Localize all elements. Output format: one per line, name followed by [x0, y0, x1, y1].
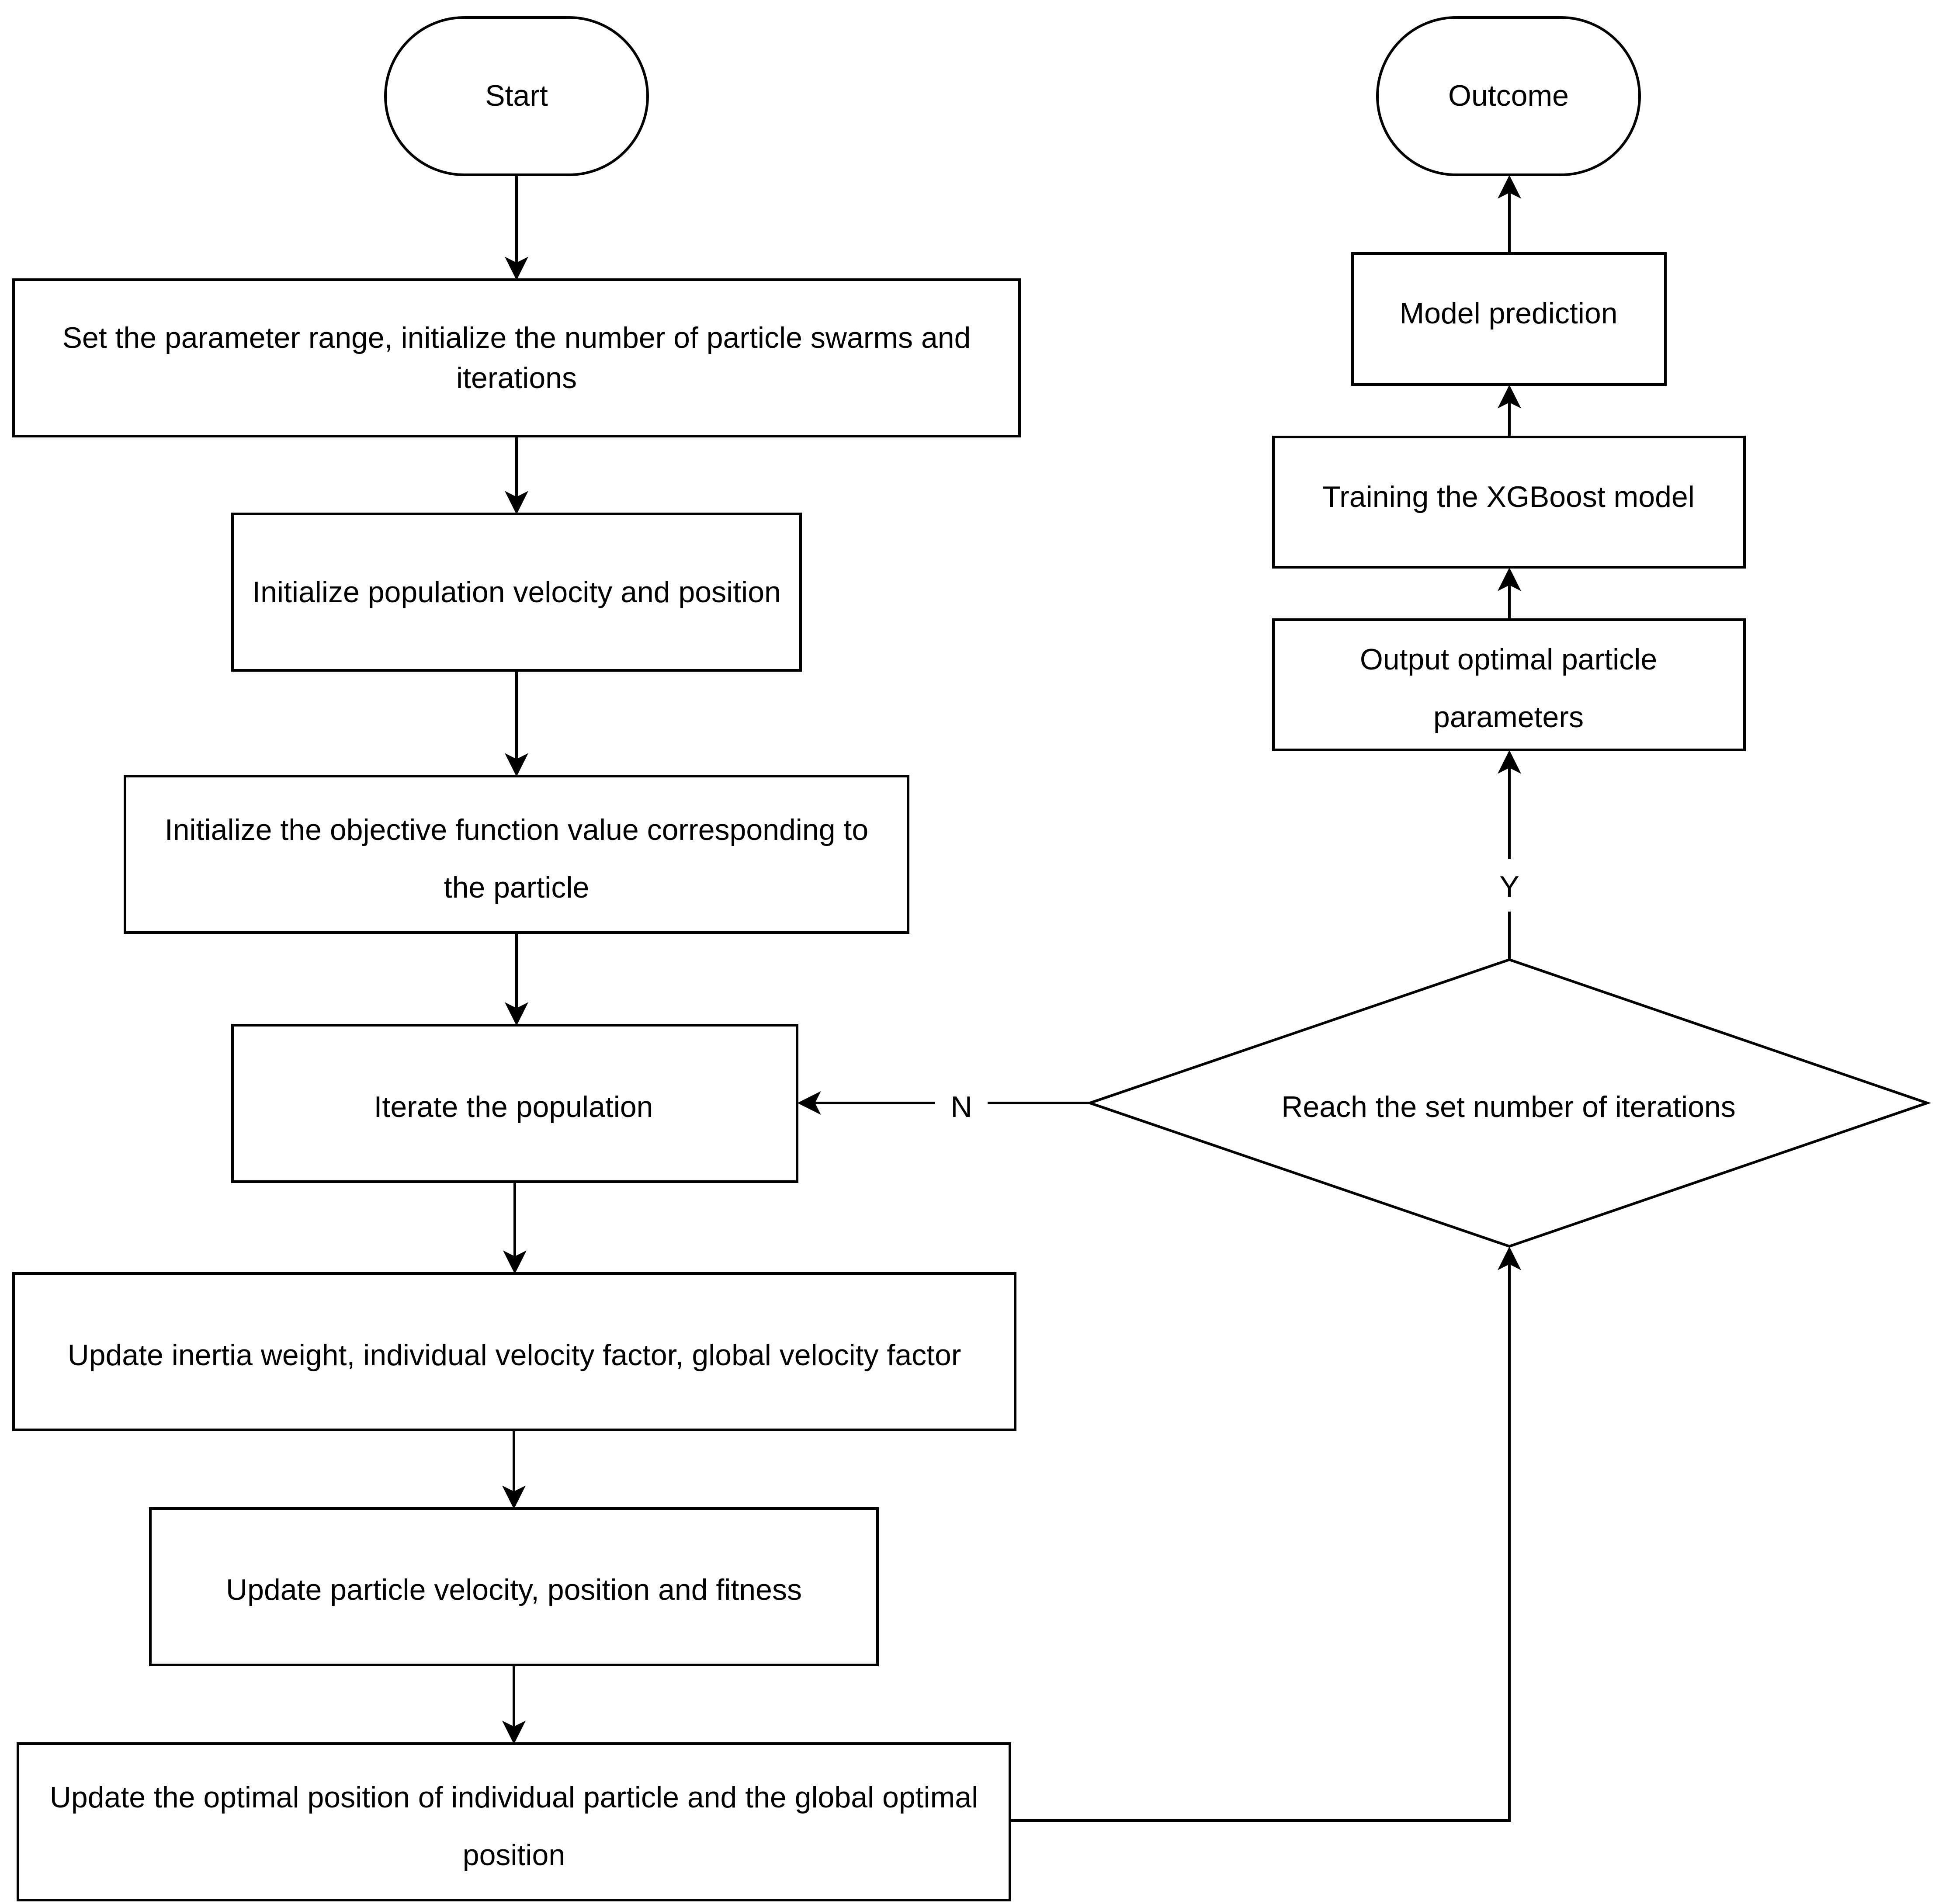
init-objective-label-line1: Initialize the objective function value … — [165, 813, 868, 846]
decision-label: Reach the set number of iterations — [1281, 1090, 1735, 1124]
update-optimal-label-line1: Update the optimal position of individua… — [50, 1781, 978, 1814]
outcome-label: Outcome — [1448, 79, 1569, 112]
set-parameters-label-line2: iterations — [456, 361, 577, 395]
set-parameters-node: Set the parameter range, initialize the … — [12, 278, 1021, 437]
arrow-update-optimal-to-decision — [1010, 1246, 1521, 1822]
start-node: Start — [384, 16, 649, 176]
set-parameters-label-line1: Set the parameter range, initialize the … — [62, 321, 971, 354]
update-inertia-node: Update inertia weight, individual veloci… — [12, 1272, 1016, 1431]
model-prediction-label: Model prediction — [1400, 297, 1618, 330]
edge-label-no: N — [950, 1090, 972, 1124]
init-population-node: Initialize population velocity and posit… — [231, 513, 802, 672]
init-objective-node: Initialize the objective function value … — [124, 775, 909, 934]
init-objective-label-line2: the particle — [444, 871, 590, 904]
decision-node: Reach the set number of iterations — [1085, 958, 1932, 1248]
iterate-population-label: Iterate the population — [374, 1090, 653, 1124]
update-inertia-label: Update inertia weight, individual veloci… — [68, 1339, 961, 1372]
outcome-node: Outcome — [1376, 16, 1641, 176]
output-optimal-node: Output optimal particle parameters — [1272, 618, 1746, 751]
init-population-label: Initialize population velocity and posit… — [252, 576, 781, 609]
update-particle-label: Update particle velocity, position and f… — [226, 1573, 802, 1606]
output-optimal-label-line1: Output optimal particle — [1360, 643, 1657, 676]
training-model-label: Training the XGBoost model — [1322, 480, 1695, 513]
model-prediction-node: Model prediction — [1351, 252, 1667, 386]
update-optimal-label-line2: position — [463, 1838, 565, 1872]
training-model-node: Training the XGBoost model — [1272, 436, 1746, 569]
iterate-population-node: Iterate the population — [231, 1024, 798, 1183]
edge-label-yes: Y — [1499, 870, 1519, 903]
output-optimal-label-line2: parameters — [1433, 701, 1584, 734]
update-particle-node: Update particle velocity, position and f… — [149, 1507, 879, 1666]
start-label: Start — [485, 79, 548, 112]
update-optimal-node: Update the optimal position of individua… — [17, 1742, 1011, 1901]
